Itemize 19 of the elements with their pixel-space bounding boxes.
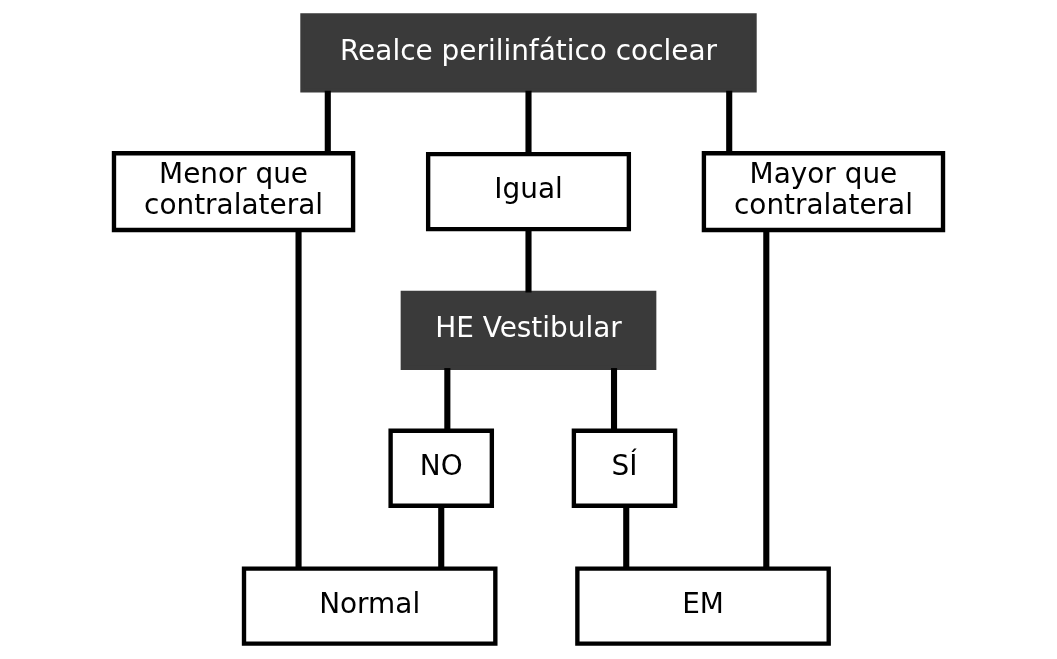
node-box: Realce perilinfático coclear <box>300 13 757 93</box>
connector <box>623 505 630 569</box>
connector <box>444 368 451 431</box>
node-box: Normal <box>241 566 498 646</box>
connector <box>610 368 618 431</box>
connector <box>438 505 445 569</box>
node-box: Mayor que contralateral <box>701 151 946 233</box>
connector <box>525 90 532 154</box>
node-box: Igual <box>425 151 632 232</box>
node-box: Menor que contralateral <box>111 151 356 233</box>
connector <box>726 90 733 153</box>
connector <box>525 229 532 293</box>
connector <box>763 230 770 569</box>
connector <box>324 90 331 153</box>
node-box: SÍ <box>571 428 678 508</box>
node-box: NO <box>388 428 495 508</box>
node-box: EM <box>575 566 831 646</box>
node-box: HE Vestibular <box>400 290 657 371</box>
connector <box>295 230 302 569</box>
